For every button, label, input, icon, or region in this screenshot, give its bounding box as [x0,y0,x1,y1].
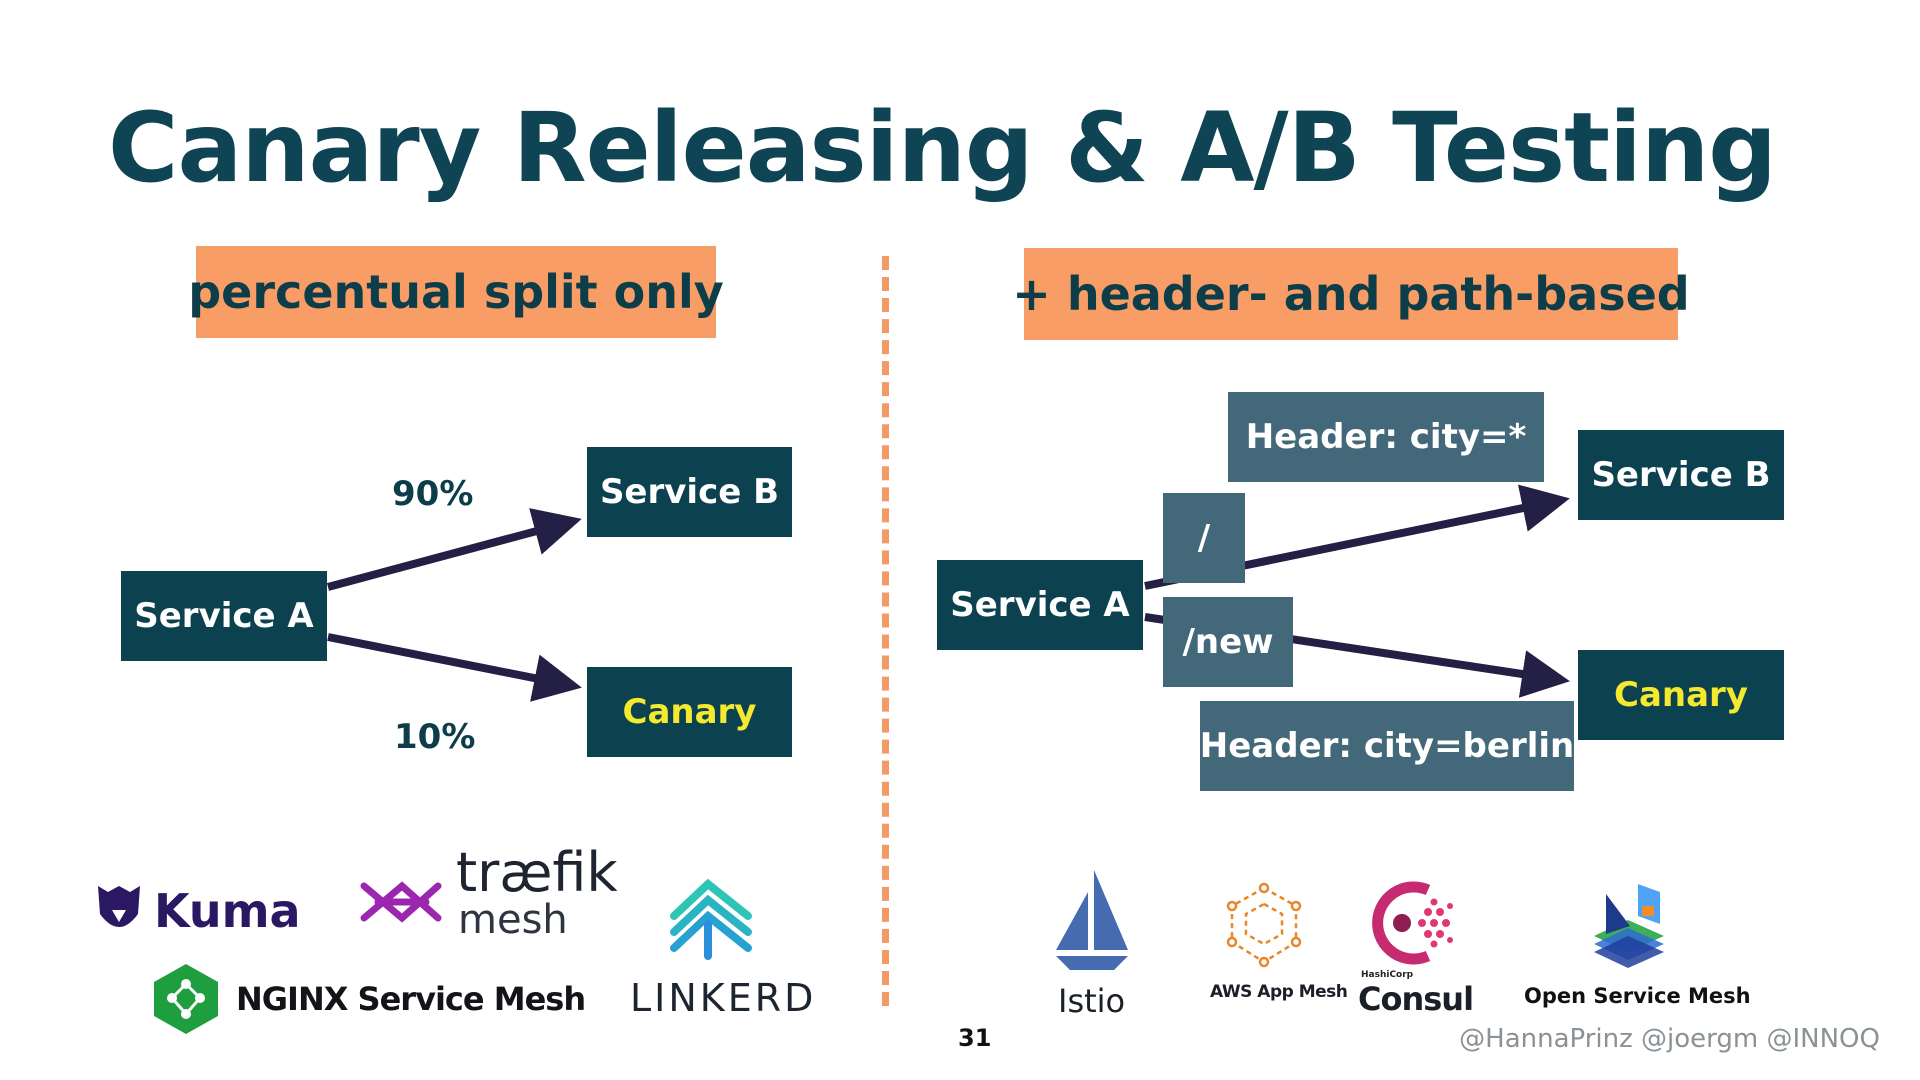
page-number: 31 [958,1024,992,1052]
kuma-icon [94,882,144,938]
aws-app-mesh-icon [1226,882,1302,968]
kuma-label: Kuma [154,884,301,938]
slide-title: Canary Releasing & A/B Testing [108,92,1777,204]
nginx-label: NGINX Service Mesh [236,980,586,1018]
pct-canary: 10% [394,717,476,757]
left-service-a: Service A [121,571,327,661]
aws-app-mesh-label: AWS App Mesh [1210,982,1348,1002]
nginx-icon [152,962,220,1036]
header-city-berlin: Header: city=berlin [1200,701,1574,791]
left-tag: percentual split only [188,246,724,338]
traefik-sub-label: mesh [458,897,568,943]
istio-label: Istio [1058,982,1126,1020]
arrow-left-to-canary [327,633,582,702]
right-tag: + header- and path-based [1012,248,1690,340]
consul-label: Consul [1358,980,1474,1018]
linkerd-icon [668,876,754,960]
linkerd-label: LINKERD [630,976,817,1020]
pct-service-b: 90% [392,474,474,514]
consul-brand-label: HashiCorp [1361,970,1414,980]
header-city-any: Header: city=* [1228,392,1544,482]
consul-icon [1360,876,1460,972]
open-service-mesh-label: Open Service Mesh [1524,984,1751,1008]
left-canary: Canary [587,667,792,757]
right-service-b: Service B [1578,430,1784,520]
traefik-label: træfik [456,841,618,904]
path-root: / [1163,493,1245,583]
path-new: /new [1163,597,1293,687]
open-service-mesh-icon [1586,882,1672,970]
credit-line: @HannaPrinz @joergm @INNOQ [1459,1024,1880,1054]
arrow-left-to-service-b [326,508,582,591]
left-service-b: Service B [587,447,792,537]
right-service-a: Service A [937,560,1143,650]
right-canary: Canary [1578,650,1784,740]
traefik-icon [358,872,444,932]
istio-icon [1052,868,1132,978]
dashed-divider [882,256,889,1006]
